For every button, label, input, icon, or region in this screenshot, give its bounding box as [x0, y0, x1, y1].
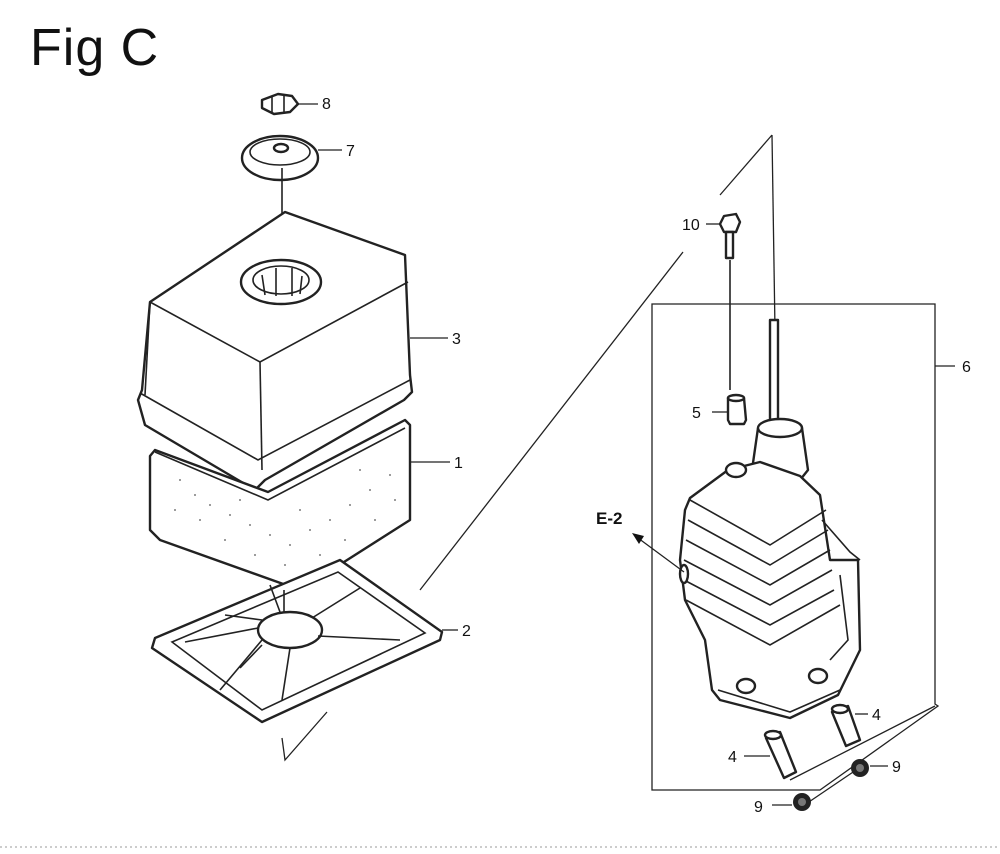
- callout-5: 5: [692, 405, 701, 422]
- ref-arrow-e2: [632, 533, 685, 573]
- callout-4-right: 4: [872, 707, 881, 724]
- part-1-foam-filter: [148, 418, 412, 592]
- part-8-wing-nut: [260, 92, 300, 116]
- part-6-intake-elbow: [678, 318, 862, 720]
- part-5-collar: [726, 393, 748, 426]
- tie-line-lower: [789, 705, 936, 781]
- part-4-tube-right: [830, 703, 862, 748]
- part-3-air-cleaner-case: [136, 210, 414, 492]
- callout-1: 1: [454, 455, 463, 472]
- part-9-washer-right: [851, 759, 869, 777]
- part-9-washer-left: [793, 793, 811, 811]
- part-2-filter-base: [150, 558, 444, 724]
- callout-3: 3: [452, 331, 461, 348]
- connector-line-diagonal: [419, 251, 684, 591]
- part-7-cover-plate: [240, 134, 320, 182]
- break-marker-left: [281, 711, 328, 762]
- callout-9-right: 9: [892, 759, 901, 776]
- callout-6: 6: [962, 359, 971, 376]
- figure-title: Fig C: [30, 19, 160, 77]
- connector-line-vertical: [771, 134, 776, 331]
- part-4-tube-left: [763, 729, 798, 780]
- callout-10: 10: [682, 217, 700, 234]
- callout-7: 7: [346, 143, 355, 160]
- connector-line-top: [719, 134, 773, 196]
- callout-8: 8: [322, 96, 331, 113]
- callout-2: 2: [462, 623, 471, 640]
- bracket-frame-6: [651, 303, 940, 791]
- callout-4-left: 4: [728, 749, 737, 766]
- part-10-bolt: [718, 212, 742, 260]
- callout-ref-e2: E-2: [596, 509, 622, 528]
- callout-9-left: 9: [754, 799, 763, 816]
